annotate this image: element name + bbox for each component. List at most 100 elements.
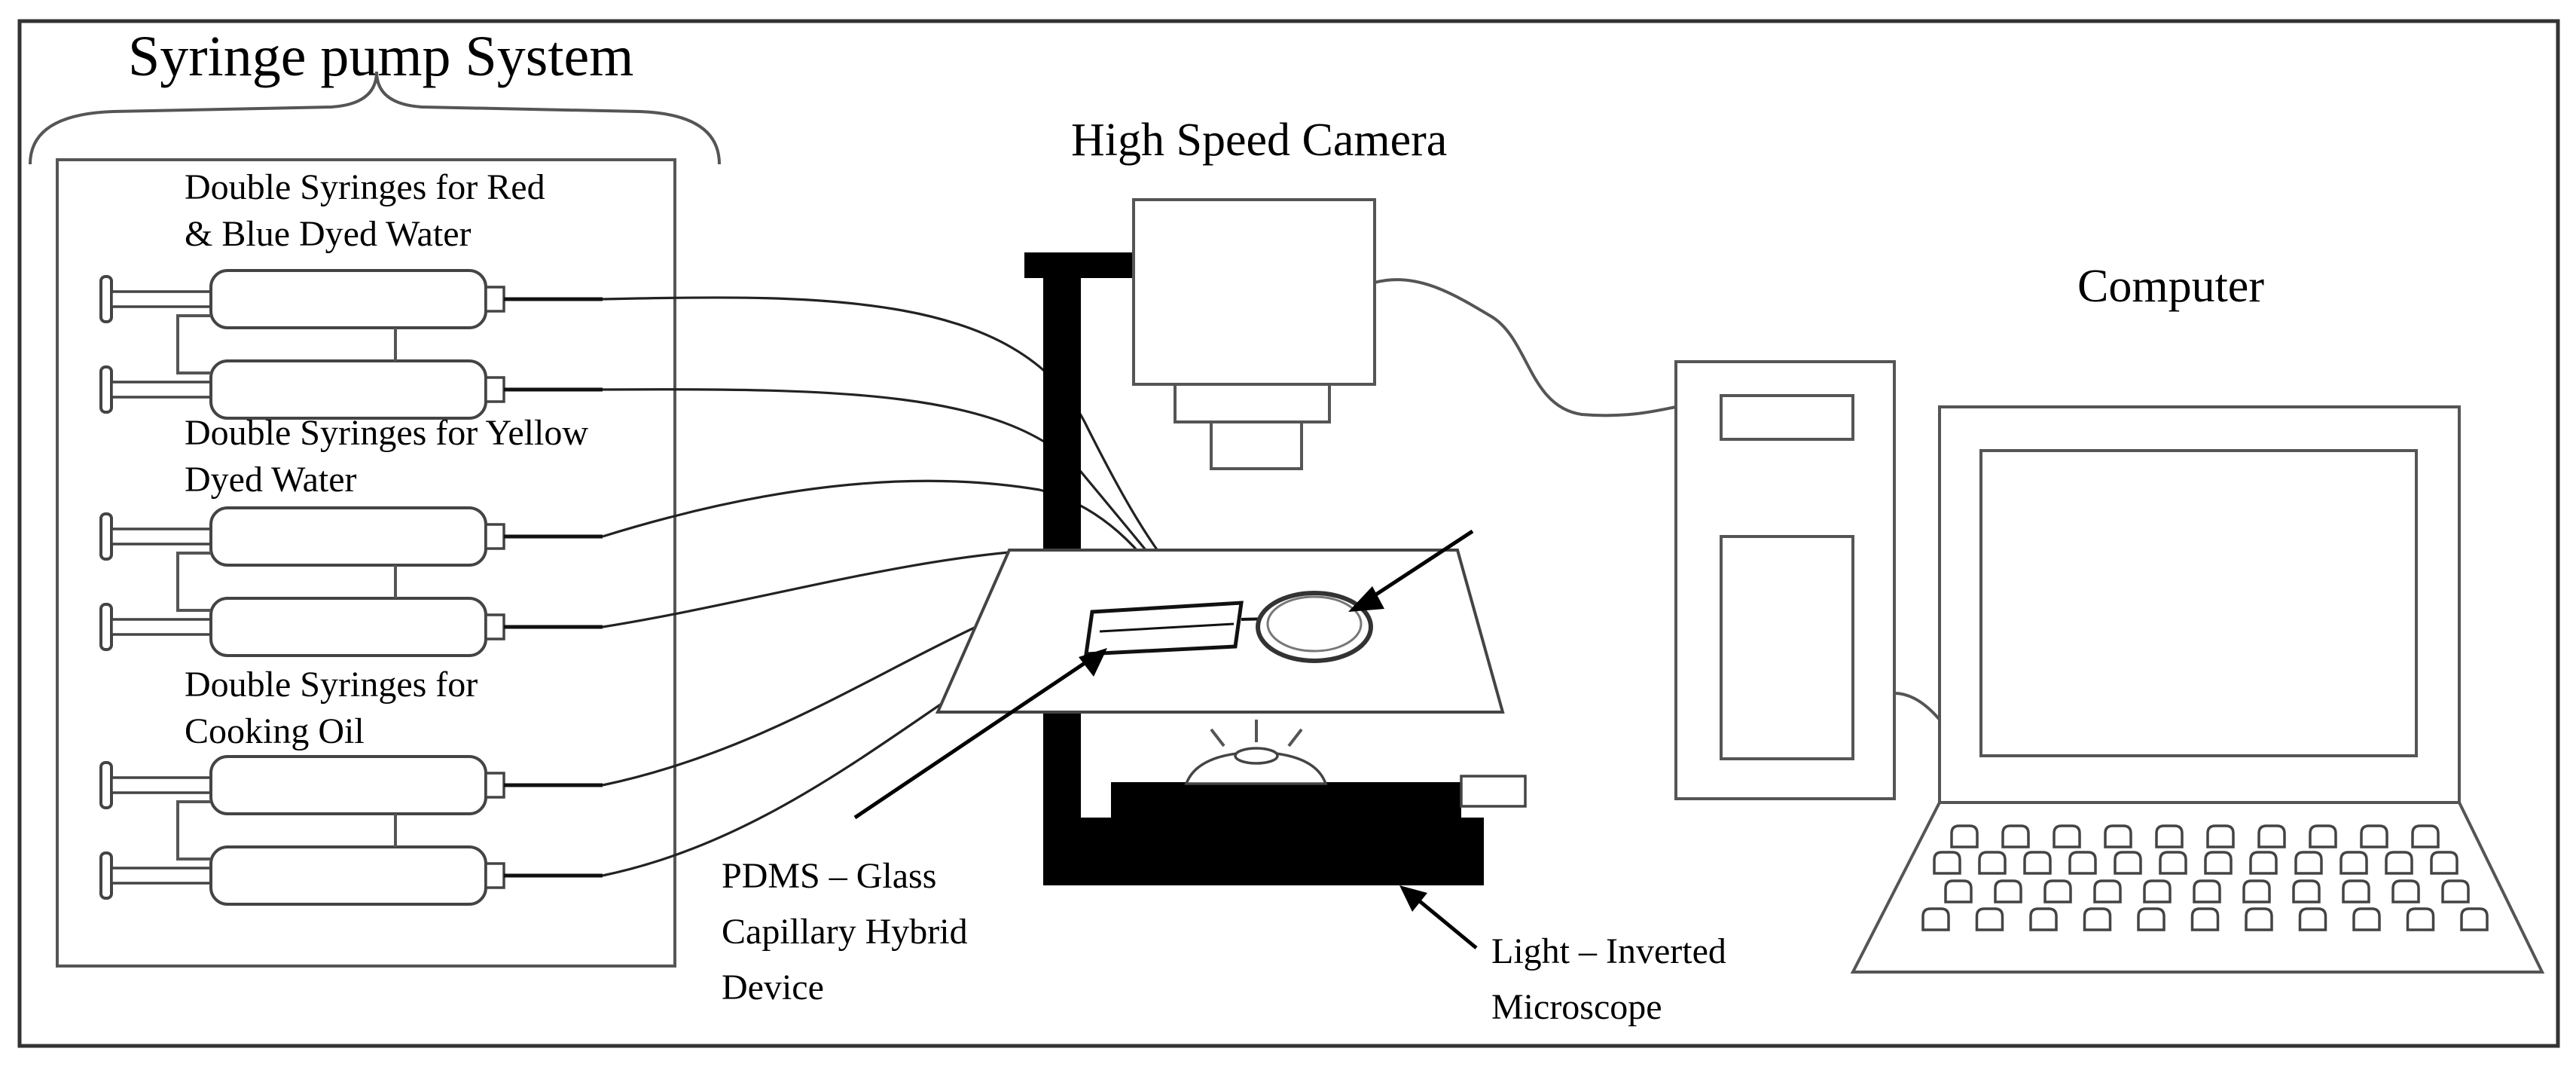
tube-2	[602, 388, 1184, 596]
syringe-plunger-thumb	[99, 851, 113, 900]
keyboard-key	[1978, 851, 2007, 875]
keyboard-key	[2245, 907, 2273, 931]
syringe-plunger-rod	[110, 776, 215, 794]
arrow-to-device-head	[1079, 648, 1107, 677]
syringe-barrel	[209, 755, 487, 815]
computer-label: Computer	[2077, 261, 2264, 312]
syringe-hub	[484, 286, 505, 313]
base-tray	[1460, 775, 1527, 808]
petri-dish-inner	[1266, 595, 1363, 653]
camera-lens	[1210, 420, 1303, 470]
keyboard-key	[2460, 907, 2489, 931]
laptop-screen	[1979, 449, 2418, 757]
syringe-plunger-rod	[110, 527, 215, 546]
syringe-pair-clamp	[176, 800, 211, 861]
camera-cable	[1374, 278, 1677, 417]
syringe-barrel	[209, 506, 487, 567]
tower-drive-slot	[1720, 394, 1854, 441]
arrow-to-dish-head	[1348, 586, 1384, 612]
syringe-hub	[484, 523, 505, 550]
high-speed-camera	[1132, 198, 1677, 470]
keyboard-key	[2360, 824, 2388, 848]
label-red-blue-1: Double Syringes for Red	[185, 167, 545, 207]
camera-lens-mount	[1174, 383, 1331, 423]
syringe-plunger-thumb	[99, 761, 113, 809]
syringe-barrel	[209, 845, 487, 906]
keyboard-key	[2193, 879, 2221, 903]
keyboard-key	[2298, 907, 2327, 931]
keyboard-key	[1950, 824, 1979, 848]
syringe	[99, 269, 603, 329]
syringe-plunger-rod	[110, 867, 215, 885]
device-label-2: Capillary Hybrid	[722, 912, 968, 952]
keyboard-key	[2001, 824, 2030, 848]
keyboard-key	[2309, 824, 2337, 848]
syringe-barrel	[209, 597, 487, 657]
keyboard-key	[2406, 907, 2435, 931]
microscope-column-upper	[1043, 252, 1081, 550]
keyboard-key	[1921, 907, 1950, 931]
syringe	[99, 845, 603, 906]
syringe	[99, 597, 603, 657]
keyboard-key	[2137, 907, 2165, 931]
keyboard-key	[2430, 851, 2458, 875]
camera-body	[1132, 198, 1376, 386]
keyboard-key	[2342, 879, 2370, 903]
keyboard-key	[2053, 824, 2081, 848]
camera-label: High Speed Camera	[1071, 115, 1447, 166]
device-label-1: PDMS – Glass	[722, 856, 936, 896]
syringe-plunger-thumb	[99, 365, 113, 414]
syringe	[99, 359, 603, 420]
keyboard-key	[2352, 907, 2381, 931]
pointer-arrows	[853, 529, 1478, 949]
syringe-barrel	[209, 269, 487, 329]
keyboard-key	[2249, 851, 2278, 875]
laptop-keyboard	[1921, 824, 2489, 931]
keyboard-key	[1933, 851, 1961, 875]
syringe-system-title: Syringe pump System	[128, 25, 633, 88]
syringe-pair-clamp	[176, 552, 211, 612]
syringe-hub	[484, 862, 505, 889]
syringe-barrel	[209, 359, 487, 420]
keyboard-key	[2155, 824, 2184, 848]
keyboard-key	[2292, 879, 2321, 903]
arrow-to-dish	[1362, 529, 1474, 605]
keyboard-key	[2114, 851, 2142, 875]
keyboard-key	[2242, 879, 2271, 903]
arrow-to-device	[853, 653, 1097, 820]
syringe-system-brace	[29, 71, 721, 165]
keyboard-key	[2257, 824, 2286, 848]
syringe-hub	[484, 772, 505, 799]
keyboard-key	[2159, 851, 2187, 875]
syringe-plunger-thumb	[99, 512, 113, 561]
keyboard-key	[2143, 879, 2172, 903]
keyboard-key	[1944, 879, 1973, 903]
device-label-3: Device	[722, 968, 824, 1007]
syringe-pair-clamp	[176, 314, 211, 374]
keyboard-key	[2206, 824, 2235, 848]
keyboard-key	[2043, 879, 2072, 903]
arrow-to-microscope	[1415, 897, 1478, 949]
keyboard-key	[1994, 879, 2022, 903]
syringe-plunger-rod	[110, 618, 215, 636]
syringe-hub	[484, 376, 505, 403]
keyboard-key	[2093, 879, 2122, 903]
keyboard-key	[2190, 907, 2220, 931]
microscope-column-lower	[1043, 712, 1081, 825]
keyboard-key	[2029, 907, 2058, 931]
syringe-plunger-rod	[110, 290, 215, 308]
tube-3	[602, 479, 1173, 600]
light-rays	[1210, 720, 1303, 747]
syringe-plunger-thumb	[99, 275, 113, 323]
petri-dish	[1256, 591, 1373, 663]
keyboard-key	[2385, 851, 2413, 875]
keyboard-key	[2411, 824, 2440, 848]
light-bulb	[1234, 747, 1279, 765]
syringe-plunger-thumb	[99, 603, 113, 651]
label-oil-2: Cooking Oil	[185, 711, 365, 751]
keyboard-key	[2083, 907, 2112, 931]
syringe-hub	[484, 613, 505, 640]
keyboard-key	[1975, 907, 2004, 931]
keyboard-key	[2104, 824, 2132, 848]
